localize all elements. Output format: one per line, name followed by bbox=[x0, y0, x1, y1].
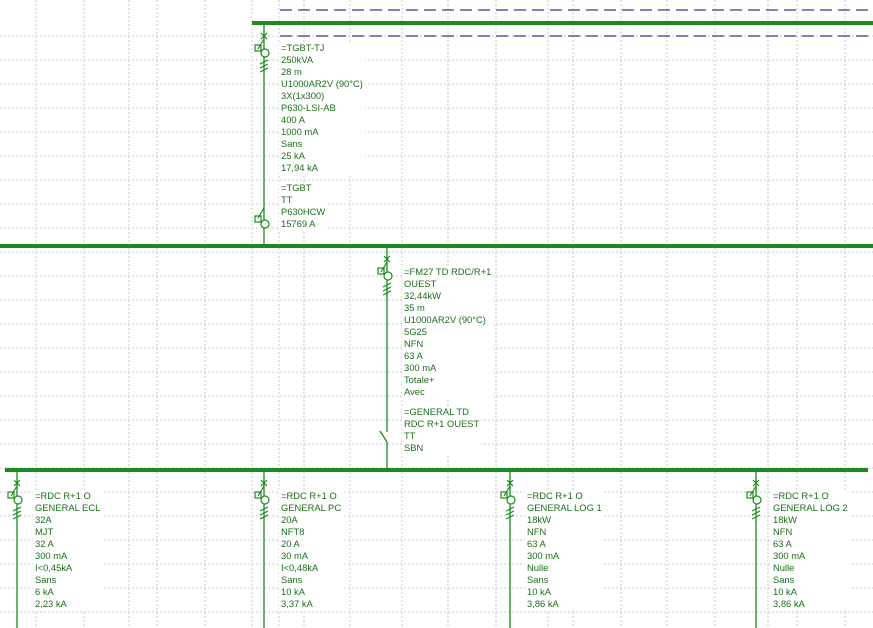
breaker-icon bbox=[254, 32, 270, 73]
outgoing-line: GENERAL PC bbox=[281, 502, 342, 513]
outgoing-line: NFT8 bbox=[281, 526, 305, 537]
outgoing-line: 3,86 kA bbox=[527, 598, 559, 609]
outgoing-line: 300 mA bbox=[527, 550, 560, 561]
outgoing-line: 30 mA bbox=[281, 550, 309, 561]
td-cable-line: Avec bbox=[404, 386, 425, 397]
tgbt-cable-line: 17,94 kA bbox=[281, 162, 319, 173]
outgoing-line: GENERAL LOG 1 bbox=[527, 502, 602, 513]
outgoing-line: I<0,45kA bbox=[35, 562, 73, 573]
tgbt-board-line: P630HCW bbox=[281, 206, 326, 217]
outgoing-line: Sans bbox=[773, 574, 795, 585]
outgoing-line: 32A bbox=[35, 514, 52, 525]
outgoing-line: =RDC R+1 O bbox=[773, 490, 829, 501]
td-cable-line: =FM27 TD RDC/R+1 bbox=[404, 266, 492, 277]
outgoing-line: 300 mA bbox=[773, 550, 806, 561]
td-cable-line: 5G25 bbox=[404, 326, 427, 337]
outgoing-line: 3,37 kA bbox=[281, 598, 313, 609]
td-cable-line: 63 A bbox=[404, 350, 423, 361]
breaker-icon bbox=[746, 479, 762, 520]
outgoing-line: GENERAL LOG 2 bbox=[773, 502, 848, 513]
tgbt-cable-line: 25 kA bbox=[281, 150, 305, 161]
breaker-icon bbox=[377, 255, 393, 296]
outgoing-line: Sans bbox=[527, 574, 549, 585]
tgbt-cable-line: P630-LSI-AB bbox=[281, 102, 336, 113]
tgbt-board-line: 15769 A bbox=[281, 218, 316, 229]
outgoing-line: 10 kA bbox=[527, 586, 551, 597]
td-board-line: SBN bbox=[404, 442, 424, 453]
tgbt-cable-line: 400 A bbox=[281, 114, 305, 125]
outgoing-line: NFN bbox=[527, 526, 547, 537]
tgbt-cable-line: U1000AR2V (90°C) bbox=[281, 78, 363, 89]
td-cable-line: U1000AR2V (90°C) bbox=[404, 314, 486, 325]
switch-blade-icon bbox=[379, 430, 388, 443]
td-cable-line: Totale+ bbox=[404, 374, 435, 385]
tgbt-cable-line: 250kVA bbox=[281, 54, 314, 65]
td-board-line: RDC R+1 OUEST bbox=[404, 418, 480, 429]
outgoing-line: 10 kA bbox=[773, 586, 797, 597]
outgoing-line: Sans bbox=[35, 574, 57, 585]
outgoing-line: =RDC R+1 O bbox=[281, 490, 337, 501]
outgoing-line: Sans bbox=[281, 574, 303, 585]
tgbt-board-line: TT bbox=[281, 194, 293, 205]
td-cable-line: NFN bbox=[404, 338, 424, 349]
outgoing-line: 20 A bbox=[281, 538, 300, 549]
tgbt-cable-line: Sans bbox=[281, 138, 303, 149]
outgoing-line: MJT bbox=[35, 526, 54, 537]
outgoing-line: 2,23 kA bbox=[35, 598, 67, 609]
tgbt-cable-line: 3X(1x300) bbox=[281, 90, 325, 101]
tgbt-cable-line: =TGBT-TJ bbox=[281, 42, 325, 53]
breaker-icon bbox=[500, 479, 516, 520]
outgoing-line: =RDC R+1 O bbox=[527, 490, 583, 501]
td-board-line: =GENERAL TD bbox=[404, 406, 469, 417]
breaker-icon bbox=[254, 479, 270, 520]
outgoing-line: Nulle bbox=[527, 562, 549, 573]
outgoing-line: 63 A bbox=[527, 538, 546, 549]
outgoing-line: 300 mA bbox=[35, 550, 68, 561]
outgoing-line: 18kW bbox=[773, 514, 797, 525]
outgoing-line: GENERAL ECL bbox=[35, 502, 101, 513]
td-board-line: TT bbox=[404, 430, 416, 441]
td-cable-line: 35 m bbox=[404, 302, 425, 313]
outgoing-line: 6 kA bbox=[35, 586, 54, 597]
outgoing-line: NFN bbox=[773, 526, 793, 537]
outgoing-line: I<0,48kA bbox=[281, 562, 319, 573]
tgbt-cable-line: 28 m bbox=[281, 66, 302, 77]
td-cable-line: 32,44kW bbox=[404, 290, 441, 301]
outgoing-line: 3,86 kA bbox=[773, 598, 805, 609]
tgbt-cable-line: 1000 mA bbox=[281, 126, 319, 137]
tgbt-board-line: =TGBT bbox=[281, 182, 312, 193]
outgoing-line: Nulle bbox=[773, 562, 795, 573]
rcd-icon bbox=[254, 207, 270, 229]
breaker-icon bbox=[7, 479, 23, 520]
outgoing-line: 32 A bbox=[35, 538, 54, 549]
outgoing-line: 63 A bbox=[773, 538, 792, 549]
td-cable-line: OUEST bbox=[404, 278, 437, 289]
td-cable-line: 300 mA bbox=[404, 362, 437, 373]
outgoing-line: 20A bbox=[281, 514, 298, 525]
outgoing-line: 10 kA bbox=[281, 586, 305, 597]
outgoing-line: =RDC R+1 O bbox=[35, 490, 91, 501]
outgoing-line: 18kW bbox=[527, 514, 551, 525]
